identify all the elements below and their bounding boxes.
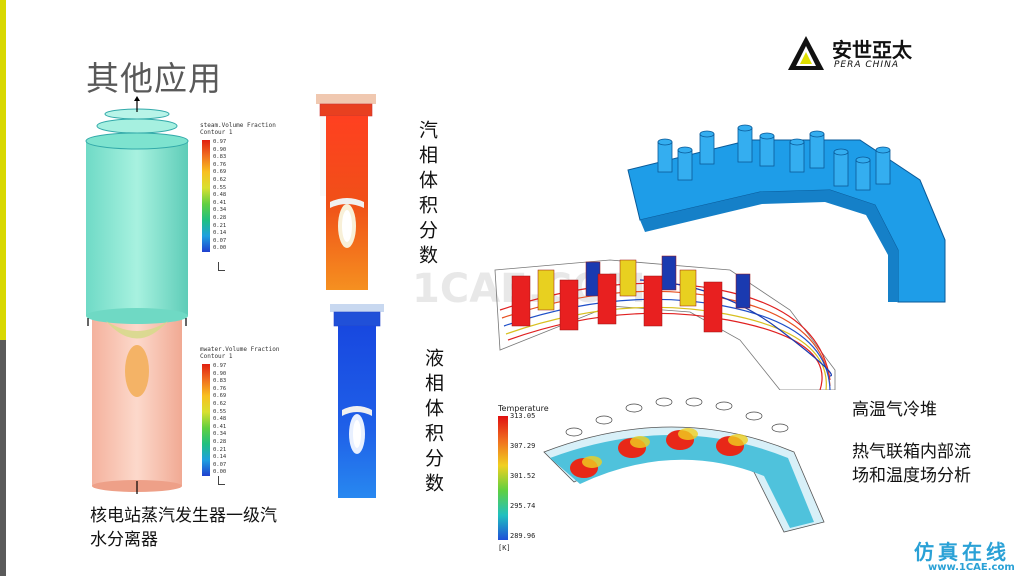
legend-tick: 0.90: [213, 146, 227, 153]
analysis-label-line2: 场和温度场分析: [852, 466, 971, 486]
temperature-color-bar: [498, 416, 508, 540]
temperature-tick: 289.96: [510, 532, 536, 540]
legend-tick: 0.00: [213, 245, 227, 252]
steam-axis-icon: [218, 262, 225, 271]
separator-model-figure: [85, 96, 189, 494]
legend-tick: 0.28: [213, 439, 227, 445]
legend-tick: 0.41: [213, 199, 227, 206]
water-legend-title: mwater.Volume Fraction: [200, 346, 280, 353]
temperature-tick-list: 313.05 307.29 301.52 295.74 289.96: [510, 412, 570, 542]
temperature-tick: 313.05: [510, 412, 536, 420]
legend-tick: 0.97: [213, 139, 227, 145]
steam-legend-subtitle: Contour 1: [200, 129, 233, 136]
water-label: 液相体积分数: [422, 348, 444, 498]
legend-tick: 0.14: [213, 454, 227, 461]
steam-legend-title: steam.Volume Fraction: [200, 122, 276, 129]
temperature-tick: 307.29: [510, 442, 536, 450]
manifold-model-figure: [627, 124, 946, 303]
site-url[interactable]: www.1CAE.com: [928, 562, 1015, 573]
temperature-tick: 295.74: [510, 502, 536, 510]
logo-sub-text: PERA CHINA: [834, 60, 899, 70]
legend-tick: 0.90: [213, 370, 227, 377]
legend-tick: 0.48: [213, 416, 227, 423]
company-logo: 安世亞太 PERA CHINA: [786, 34, 946, 76]
left-caption: 核电站蒸汽发生器一级汽 水分离器: [90, 504, 277, 552]
analysis-label: 热气联箱内部流 场和温度场分析: [852, 440, 971, 488]
temperature-tick: 301.52: [510, 472, 536, 480]
reactor-label: 高温气冷堆: [852, 400, 937, 420]
legend-tick: 0.97: [213, 363, 227, 369]
left-caption-line1: 核电站蒸汽发生器一级汽: [90, 506, 277, 526]
left-caption-line2: 水分离器: [90, 530, 158, 550]
legend-tick: 0.76: [213, 385, 227, 392]
slide-title: 其他应用: [86, 59, 222, 98]
logo-mark-icon: [788, 36, 824, 70]
legend-tick: 0.76: [213, 161, 227, 168]
temperature-legend: Temperature 313.05 307.29 301.52 295.74 289.…: [496, 404, 576, 564]
left-accent-bar-dark: [0, 340, 6, 576]
steam-contour-figure: [316, 94, 376, 290]
legend-tick: 0.28: [213, 215, 227, 221]
legend-tick: 0.62: [213, 177, 227, 183]
legend-tick: 0.41: [213, 423, 227, 430]
legend-tick: 0.14: [213, 230, 227, 237]
legend-tick: 0.07: [213, 237, 227, 244]
legend-tick: 0.21: [213, 446, 227, 453]
streamline-figure: [494, 255, 836, 390]
logo-brand-text: 安世亞太: [832, 38, 912, 62]
steam-label: 汽相体积分数: [416, 120, 438, 270]
water-color-bar: [202, 364, 210, 476]
legend-tick: 0.55: [213, 408, 227, 415]
left-accent-bar: [0, 0, 6, 576]
temperature-unit: [K]: [498, 544, 511, 552]
legend-tick: 0.00: [213, 469, 227, 476]
water-axis-icon: [218, 476, 225, 485]
water-legend-subtitle: Contour 1: [200, 353, 233, 360]
legend-tick: 0.21: [213, 222, 227, 229]
temperature-legend-title: Temperature: [498, 404, 549, 413]
legend-tick: 0.62: [213, 401, 227, 407]
water-contour-figure: [330, 304, 384, 498]
legend-tick: 0.07: [213, 461, 227, 468]
legend-tick: 0.34: [213, 431, 227, 438]
steam-color-bar: [202, 140, 210, 252]
legend-tick: 0.83: [213, 154, 227, 161]
legend-tick: 0.69: [213, 169, 227, 176]
legend-tick: 0.69: [213, 393, 227, 400]
legend-tick: 0.83: [213, 378, 227, 385]
legend-tick: 0.48: [213, 192, 227, 199]
legend-tick: 0.55: [213, 184, 227, 191]
site-name: 仿真在线: [914, 540, 1010, 564]
temperature-contour-figure: [543, 397, 825, 533]
legend-tick: 0.34: [213, 207, 227, 214]
analysis-label-line1: 热气联箱内部流: [852, 442, 971, 462]
